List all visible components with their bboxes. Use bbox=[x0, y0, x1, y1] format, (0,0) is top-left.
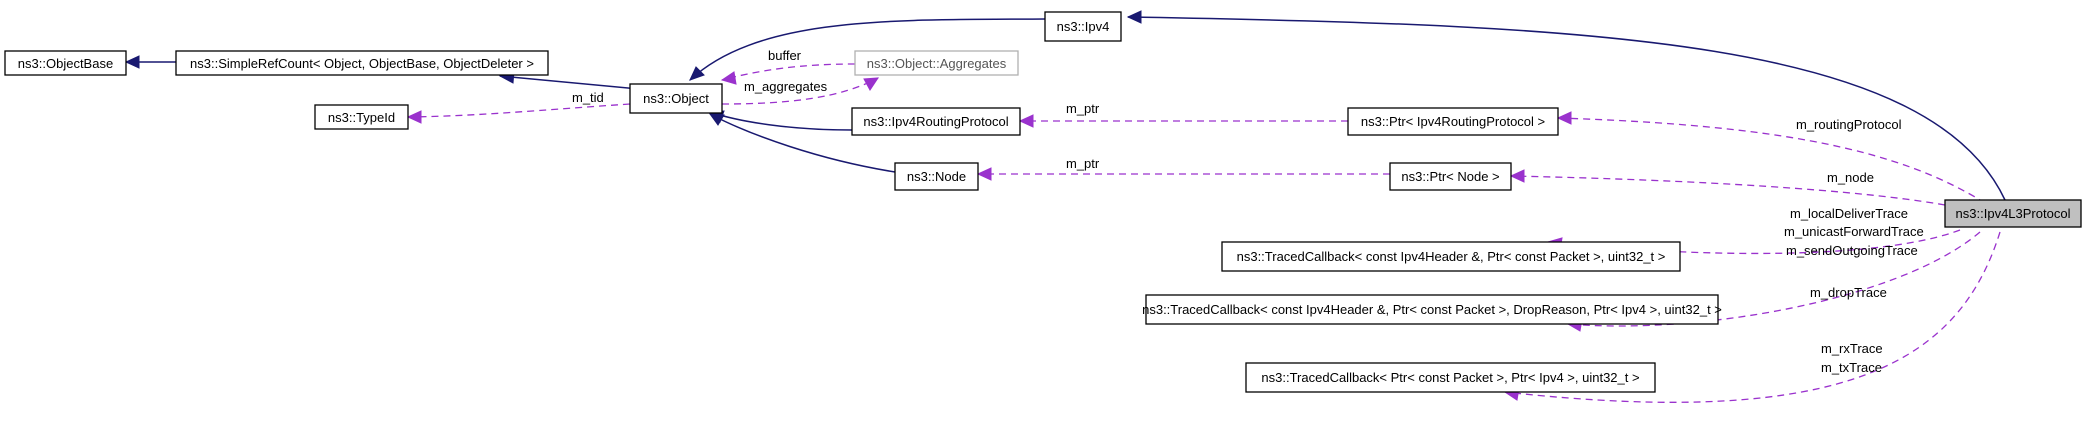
node-traced-callback-2[interactable]: ns3::TracedCallback< const Ipv4Header &,… bbox=[1142, 294, 1722, 325]
node-ipv4-label: ns3::Ipv4 bbox=[1057, 19, 1110, 34]
edge-ipv4l3-droptrace bbox=[1567, 231, 1981, 327]
edge-ipv4l3-to-ipv4 bbox=[1127, 16, 2006, 201]
label-m-aggregates: m_aggregates bbox=[744, 79, 828, 94]
node-object-label: ns3::Object bbox=[643, 91, 709, 106]
edge-aggregates-buffer bbox=[721, 63, 856, 81]
edge-ipv4l3-m-routingprotocol bbox=[1557, 117, 1986, 204]
node-object-base[interactable]: ns3::ObjectBase bbox=[4, 50, 127, 76]
label-m-ptr-routing: m_ptr bbox=[1066, 101, 1100, 116]
node-traced-callback-3[interactable]: ns3::TracedCallback< Ptr< const Packet >… bbox=[1245, 362, 1656, 393]
label-m-tid: m_tid bbox=[572, 90, 604, 105]
label-m-routingprotocol: m_routingProtocol bbox=[1796, 117, 1902, 132]
node-type-id-label: ns3::TypeId bbox=[328, 110, 395, 125]
edge-ipv4l3-rx-tx bbox=[1504, 231, 2001, 403]
node-ptr-node-label: ns3::Ptr< Node > bbox=[1401, 169, 1499, 184]
node-ipv4[interactable]: ns3::Ipv4 bbox=[1044, 11, 1122, 42]
node-ipv4-l3-protocol[interactable]: ns3::Ipv4L3Protocol bbox=[1944, 199, 2082, 228]
arrowhead-routingprotocol bbox=[1018, 114, 1034, 128]
node-ipv4-routing-protocol[interactable]: ns3::Ipv4RoutingProtocol bbox=[851, 107, 1021, 136]
label-m-unicastforwardtrace: m_unicastForwardTrace bbox=[1784, 224, 1924, 239]
node-ipv4-l3-protocol-label: ns3::Ipv4L3Protocol bbox=[1956, 206, 2071, 221]
node-type-id[interactable]: ns3::TypeId bbox=[314, 104, 409, 130]
node-ptr-node[interactable]: ns3::Ptr< Node > bbox=[1389, 162, 1512, 191]
node-traced-callback-1[interactable]: ns3::TracedCallback< const Ipv4Header &,… bbox=[1221, 241, 1681, 272]
node-node-label: ns3::Node bbox=[907, 169, 966, 184]
label-buffer: buffer bbox=[768, 48, 802, 63]
arrowhead-object-from-ipv4 bbox=[689, 66, 705, 81]
arrowhead-node bbox=[976, 167, 992, 181]
node-traced-callback-3-label: ns3::TracedCallback< Ptr< const Packet >… bbox=[1261, 370, 1639, 385]
node-node[interactable]: ns3::Node bbox=[894, 162, 979, 191]
node-ptr-ipv4-routing-protocol-label: ns3::Ptr< Ipv4RoutingProtocol > bbox=[1361, 114, 1545, 129]
node-simple-ref-count[interactable]: ns3::SimpleRefCount< Object, ObjectBase,… bbox=[175, 50, 549, 76]
label-m-sendoutgoingtrace: m_sendOutgoingTrace bbox=[1786, 243, 1918, 258]
arrowhead-aggregates bbox=[863, 77, 879, 91]
edge-routingprotocol-to-object bbox=[709, 111, 853, 131]
node-ipv4-routing-protocol-label: ns3::Ipv4RoutingProtocol bbox=[863, 114, 1008, 129]
arrowhead-objectbase bbox=[124, 55, 140, 69]
node-object-aggregates-label: ns3::Object::Aggregates bbox=[867, 56, 1007, 71]
label-m-rxtrace: m_rxTrace bbox=[1821, 341, 1883, 356]
arrowhead-typeid bbox=[406, 110, 422, 124]
label-m-txtrace: m_txTrace bbox=[1821, 360, 1882, 375]
label-m-ptr-node: m_ptr bbox=[1066, 156, 1100, 171]
arrowhead-object-buffer bbox=[720, 71, 737, 85]
edge-ipv4-to-object bbox=[689, 18, 1046, 81]
node-object-aggregates[interactable]: ns3::Object::Aggregates bbox=[854, 50, 1019, 76]
node-simple-ref-count-label: ns3::SimpleRefCount< Object, ObjectBase,… bbox=[190, 56, 534, 71]
node-ptr-ipv4-routing-protocol[interactable]: ns3::Ptr< Ipv4RoutingProtocol > bbox=[1347, 107, 1559, 136]
arrowhead-object-from-node bbox=[708, 113, 725, 126]
arrowhead-ipv4 bbox=[1126, 10, 1142, 24]
label-m-localdelivertrace: m_localDeliverTrace bbox=[1790, 206, 1908, 221]
node-traced-callback-1-label: ns3::TracedCallback< const Ipv4Header &,… bbox=[1237, 249, 1666, 264]
edge-object-m-tid bbox=[407, 103, 631, 118]
edge-node-to-object bbox=[709, 113, 896, 173]
label-m-node: m_node bbox=[1827, 170, 1874, 185]
arrowhead-ptr-node bbox=[1509, 169, 1525, 183]
label-m-droptrace: m_dropTrace bbox=[1810, 285, 1887, 300]
node-object[interactable]: ns3::Object bbox=[629, 83, 723, 114]
edge-ipv4l3-m-node bbox=[1510, 175, 1946, 206]
arrowhead-ptr-routing bbox=[1556, 111, 1572, 125]
edge-object-to-simplerefcount bbox=[499, 75, 651, 91]
node-object-base-label: ns3::ObjectBase bbox=[18, 56, 113, 71]
edge-object-m-aggregates bbox=[721, 77, 879, 105]
node-traced-callback-2-label: ns3::TracedCallback< const Ipv4Header &,… bbox=[1142, 302, 1722, 317]
